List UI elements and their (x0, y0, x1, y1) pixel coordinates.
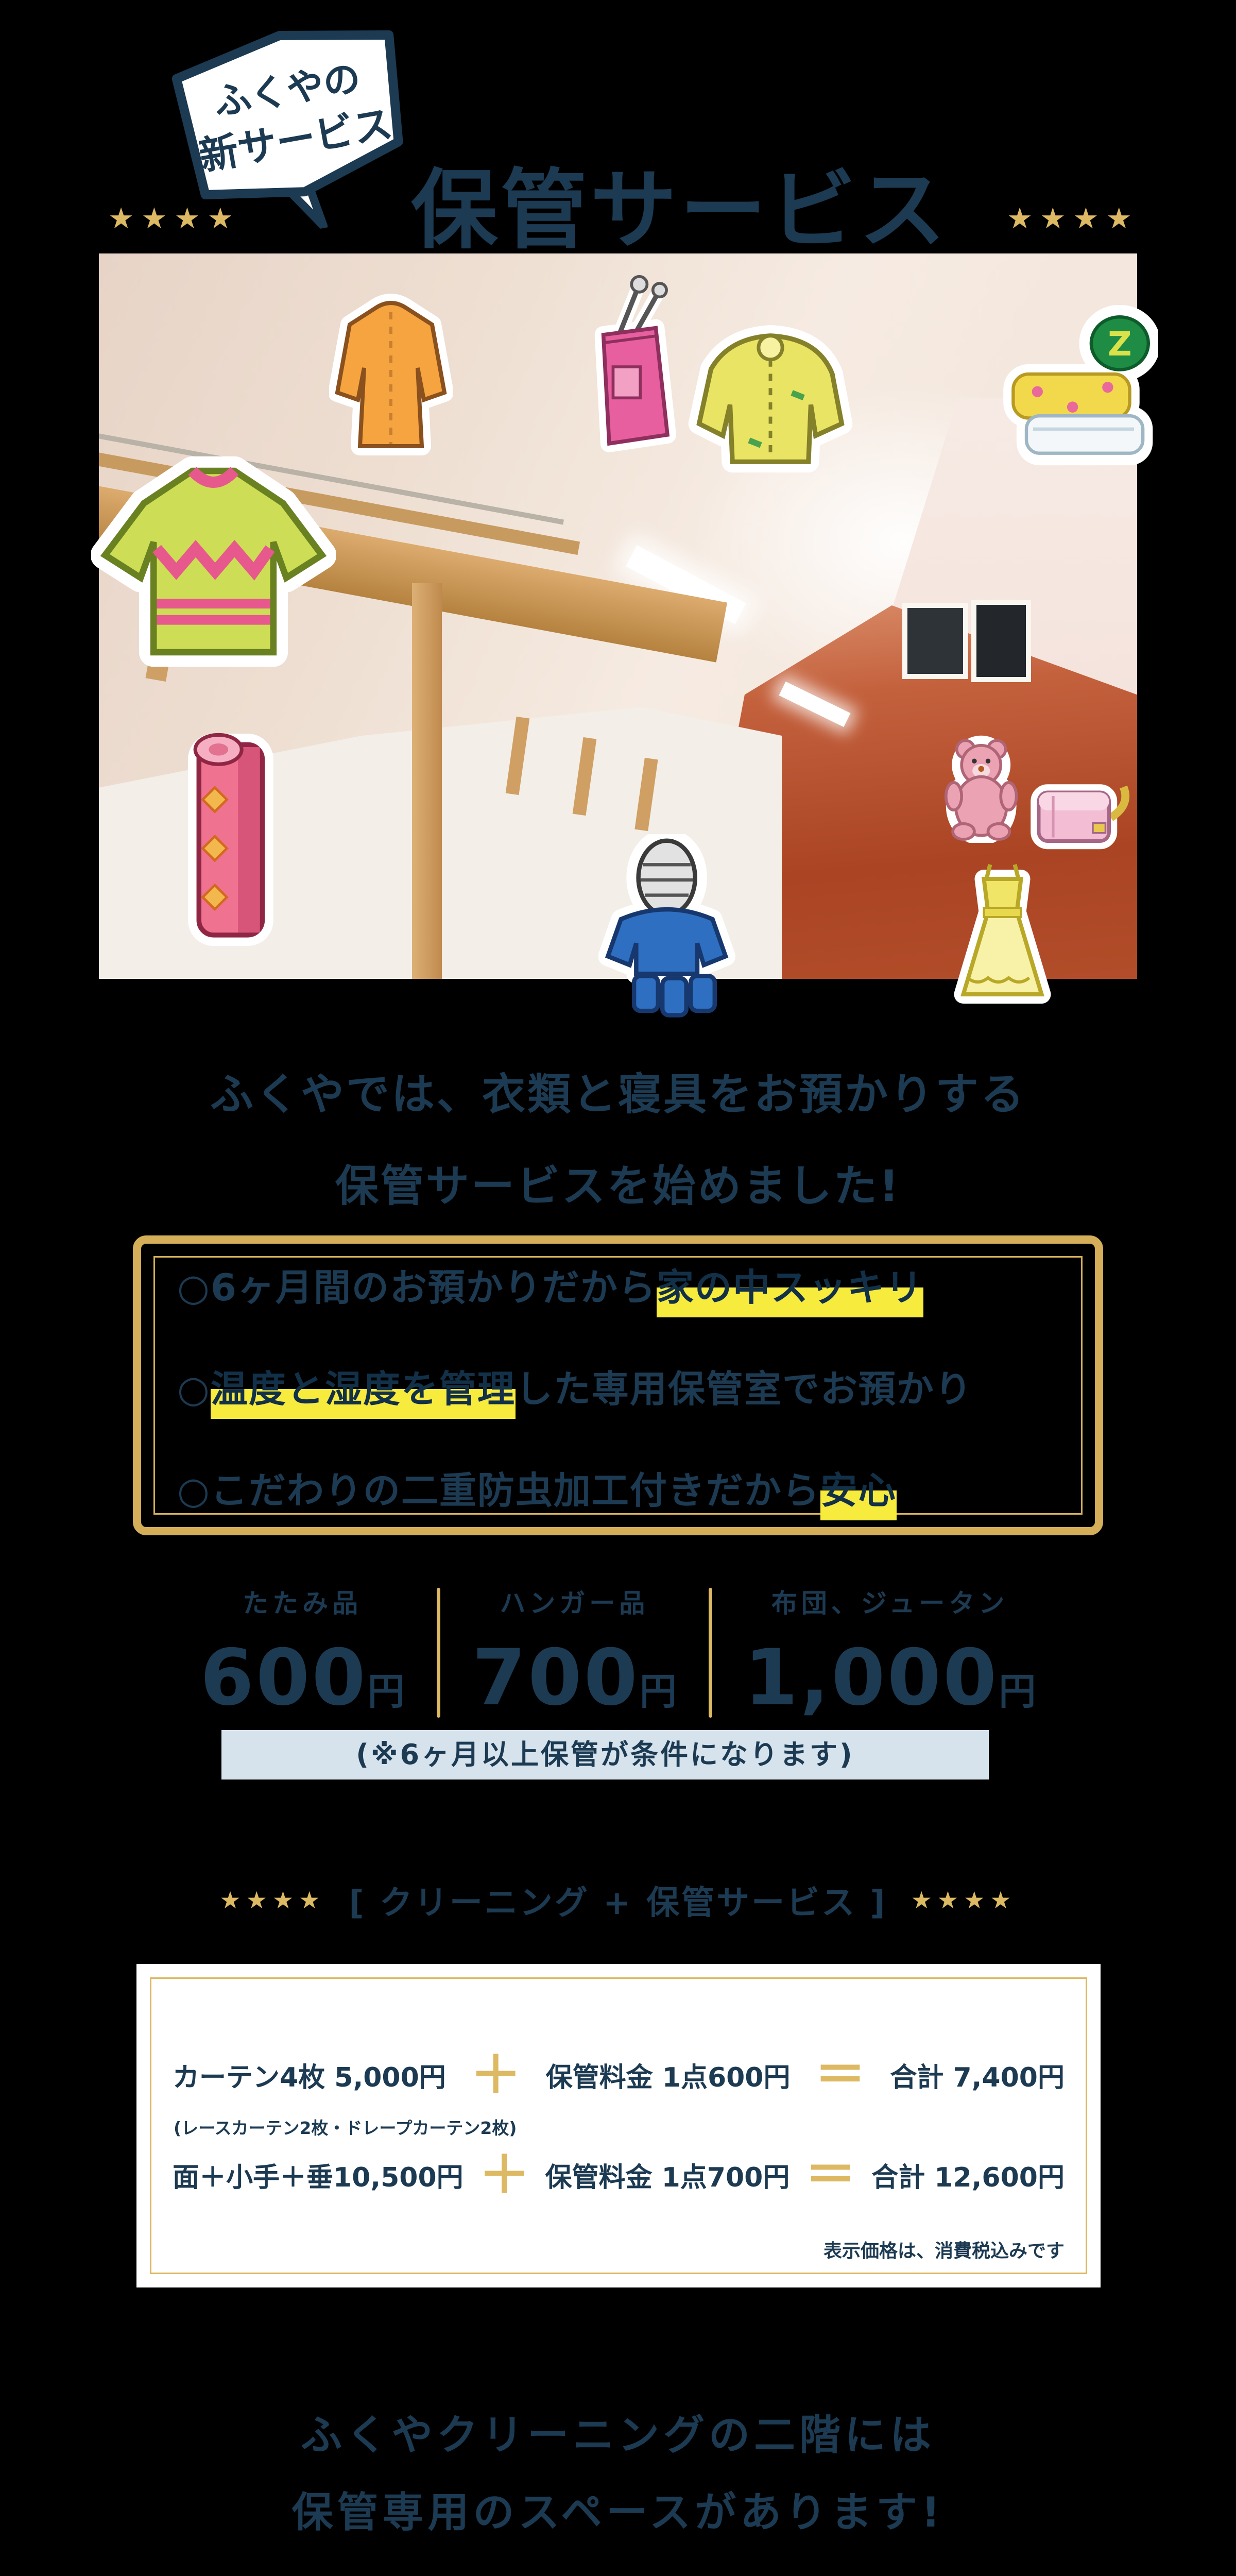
curtain-detail-note: (レースカーテン2枚・ドレープカーテン2枚) (174, 2118, 517, 2138)
window (902, 603, 968, 679)
feature-highlight: 安心 (820, 1468, 897, 1520)
wooden-post (412, 583, 442, 979)
features-box-inner-border (153, 1256, 1083, 1515)
combo-section-header: ★★★★ [ クリーニング + 保管サービス ] ★★★★ (0, 1876, 1236, 1924)
stars-decoration: ★★★★ (911, 1886, 1017, 1914)
combo-total: 合計 7,400円 (890, 2062, 1065, 2093)
price-label: たたみ品 (243, 1588, 363, 1618)
tax-note: 表示価格は、消費税込みです (823, 2241, 1065, 2262)
feature-item: ○6ヶ月間のお預かりだから家の中スッキリ (177, 1257, 1059, 1317)
combo-storage-fee: 保管料金 1点700円 (545, 2162, 790, 2193)
feature-highlight: 家の中スッキリ (656, 1265, 923, 1317)
price-label: 布団、ジュータン (771, 1588, 1009, 1618)
price-unit: 円 (639, 1670, 677, 1713)
gold-divider (436, 1588, 440, 1718)
combo-price-box: カーテン4枚 5,000円 ＋ 保管料金 1点600円 ＝ 合計 7,400円 … (136, 1964, 1101, 2287)
hand-bag-illustration-icon (1031, 784, 1130, 850)
space-heading-line1: ふくやクリーニングの二階には (301, 2411, 935, 2459)
combo-box-inner-border (150, 1977, 1087, 2274)
page-title: 保管サービス (411, 160, 949, 261)
storage-condition-note: (※6ヶ月以上保管が条件になります) (221, 1730, 989, 1780)
price-unit: 円 (367, 1670, 405, 1713)
combo-row-curtain: カーテン4枚 5,000円 ＋ 保管料金 1点600円 ＝ 合計 7,400円 (173, 2044, 1065, 2105)
kendo-armor-illustration-icon (598, 834, 736, 1018)
combo-storage-fee: 保管料金 1点600円 (545, 2062, 791, 2093)
space-heading: ふくやクリーニングの二階には 保管専用のスペースがあります! (0, 2397, 1236, 2551)
plus-icon: ＋ (478, 2144, 530, 2205)
equals-icon: ＝ (814, 2044, 866, 2105)
price-column: たたみ品 600円 (168, 1583, 437, 1723)
jacket-illustration-icon (688, 325, 853, 473)
feature-highlight: 温度と湿度を管理 (210, 1367, 516, 1419)
new-service-badge: ふくやの 新サービス (171, 30, 403, 230)
intro-copy: ふくやでは、衣類と寝具をお預かりする 保管サービスを始めました! (0, 1048, 1236, 1232)
price-unit: 円 (999, 1670, 1036, 1713)
price-value: 700 (472, 1633, 640, 1723)
rolled-carpet-illustration-icon (187, 733, 273, 946)
plus-icon: ＋ (470, 2044, 522, 2105)
combo-total: 合計 12,600円 (871, 2162, 1065, 2193)
sleep-z-letter: Z (1108, 326, 1131, 364)
futon-sleep-illustration-icon: Z (1003, 305, 1158, 466)
combo-item: カーテン4枚 5,000円 (173, 2062, 446, 2093)
dress-illustration-icon (954, 864, 1051, 1004)
features-box: ○6ヶ月間のお預かりだから家の中スッキリ ○温度と湿度を管理した専用保管室でお預… (133, 1235, 1103, 1535)
combo-item: 面＋小手＋垂10,500円 (173, 2162, 464, 2193)
equals-icon: ＝ (804, 2144, 856, 2205)
stars-decoration: ★★★★ (219, 1886, 325, 1914)
price-column: ハンガー品 700円 (440, 1583, 709, 1723)
storage-pricing: たたみ品 600円 ハンガー品 700円 布団、ジュータン 1,000円 (0, 1583, 1236, 1723)
space-heading-line2: 保管専用のスペースがあります! (291, 2488, 945, 2536)
intro-line1: ふくやでは、衣類と寝具をお預かりする (210, 1069, 1026, 1120)
stars-right: ★★★★ (1007, 202, 1139, 235)
hero-photo: Z (91, 253, 1158, 1018)
gold-divider (708, 1588, 712, 1718)
price-value: 1,000 (744, 1633, 999, 1723)
price-value: 600 (200, 1633, 368, 1723)
price-column: 布団、ジュータン 1,000円 (712, 1583, 1068, 1723)
combo-heading: [ クリーニング + 保管サービス ] (349, 1884, 887, 1922)
intro-line2: 保管サービスを始めました! (335, 1161, 901, 1211)
price-label: ハンガー品 (500, 1588, 649, 1618)
stars-left: ★★★★ (108, 202, 241, 235)
golf-bag-illustration-icon (594, 275, 676, 452)
combo-row-kendo: 面＋小手＋垂10,500円 ＋ 保管料金 1点700円 ＝ 合計 12,600円 (173, 2144, 1065, 2205)
feature-item: ○こだわりの二重防虫加工付きだから安心 (177, 1460, 1059, 1520)
sweater-illustration-icon (91, 456, 336, 667)
window (971, 600, 1031, 682)
coat-illustration-icon (329, 294, 453, 455)
feature-item: ○温度と湿度を管理した専用保管室でお預かり (177, 1359, 1059, 1419)
teddy-bear-illustration-icon (944, 735, 1018, 843)
